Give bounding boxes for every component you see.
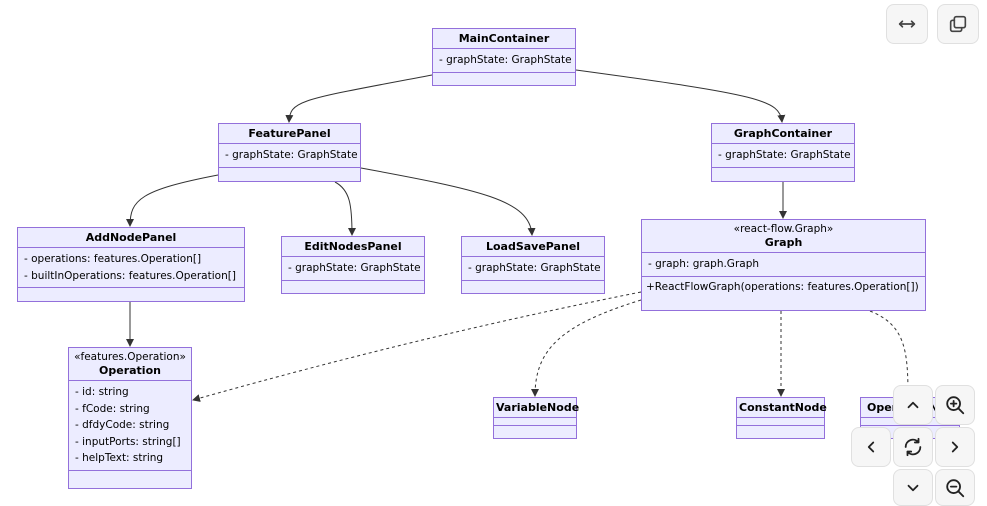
expand-horizontal-button[interactable] — [886, 4, 928, 44]
attribute: - builtInOperations: features.Operation[… — [24, 269, 236, 282]
attribute: - graphState: GraphState — [718, 149, 851, 161]
class-name: FeaturePanel — [248, 127, 331, 140]
pan-right-icon — [951, 441, 959, 453]
reset-view-button[interactable] — [893, 427, 933, 467]
copy-icon — [949, 15, 967, 33]
class-stereotype: «react-flow.Graph» — [733, 223, 834, 235]
class-methods — [219, 166, 360, 175]
class-methods — [18, 287, 244, 295]
attribute: - graphState: GraphState — [225, 149, 358, 161]
class-attributes: - id: string - fCode: string - dfdyCode:… — [69, 380, 191, 470]
class-graph: «react-flow.Graph» Graph - graph: graph.… — [641, 219, 926, 311]
class-name: VariableNode — [496, 401, 580, 414]
class-name: Operation — [99, 364, 161, 377]
class-name: AddNodePanel — [85, 231, 177, 244]
edge-main-to-graphcontainer — [575, 69, 786, 123]
class-attributes: - graphState: GraphState — [433, 48, 575, 72]
class-featurepanel: FeaturePanel - graphState: GraphState — [218, 123, 361, 182]
attribute: - operations: features.Operation[] — [24, 253, 202, 265]
expand-horizontal-icon — [898, 20, 916, 28]
method: +ReactFlowGraph(operations: features.Ope… — [646, 280, 919, 293]
attribute: - graphState: GraphState — [439, 54, 572, 66]
attribute: - helpText: string — [75, 452, 164, 464]
copy-button[interactable] — [937, 4, 979, 44]
edge-featurepanel-to-loadsavepanel — [360, 167, 536, 236]
class-editnodespanel: EditNodesPanel - graphState: GraphState — [281, 236, 425, 294]
class-methods — [861, 425, 959, 433]
edge-graph-to-operationnode — [869, 310, 912, 397]
attribute: - dfdyCode: string — [75, 419, 170, 431]
class-attributes: - graphState: GraphState — [219, 143, 360, 167]
class-operation: «features.Operation» Operation - id: str… — [68, 347, 192, 489]
edge-featurepanel-to-addnodepanel — [126, 174, 219, 227]
attribute: - id: string — [75, 386, 129, 398]
zoom-out-button[interactable] — [935, 469, 975, 506]
edge-featurepanel-to-editnodespanel — [334, 181, 356, 236]
attribute: - graph: graph.Graph — [648, 258, 760, 270]
attribute: - graphState: GraphState — [468, 262, 601, 274]
class-constantnode: ConstantNode — [736, 397, 827, 439]
class-attributes: - graphState: GraphState — [282, 256, 424, 280]
class-name: LoadSavePanel — [485, 240, 581, 253]
zoom-in-icon — [946, 396, 965, 415]
class-name: EditNodesPanel — [304, 240, 402, 253]
edge-graph-to-variablenode — [531, 299, 642, 397]
class-name: MainContainer — [458, 32, 550, 45]
class-methods — [69, 469, 191, 478]
pan-left-icon — [867, 441, 875, 453]
class-graphcontainer: GraphContainer - graphState: GraphState — [711, 123, 855, 182]
zoom-in-button[interactable] — [935, 385, 975, 425]
attribute: - fCode: string — [75, 402, 150, 415]
class-attributes: - graphState: GraphState — [462, 256, 604, 280]
class-methods — [433, 71, 575, 80]
pan-down-icon — [907, 484, 919, 491]
edge-main-to-featurepanel — [285, 74, 433, 123]
reset-view-icon — [904, 437, 922, 457]
class-name: GraphContainer — [733, 127, 833, 140]
pan-up-button[interactable] — [893, 385, 933, 425]
class-variablenode: VariableNode — [493, 397, 580, 439]
class-loadsavepanel: LoadSavePanel - graphState: GraphState — [461, 236, 605, 294]
class-methods — [462, 279, 604, 288]
class-methods: +ReactFlowGraph(operations: features.Ope… — [642, 275, 925, 298]
edge-graph-to-operation — [192, 291, 642, 402]
class-maincontainer: MainContainer - graphState: GraphState — [432, 28, 576, 86]
attribute: - inputPorts: string[] — [75, 435, 181, 448]
class-methods — [282, 279, 424, 288]
class-addnodepanel: AddNodePanel - operations: features.Oper… — [17, 227, 245, 302]
zoom-out-icon — [946, 478, 965, 497]
class-name: Graph — [764, 236, 803, 249]
pan-right-button[interactable] — [935, 427, 975, 467]
class-name: ConstantNode — [739, 401, 827, 414]
class-methods — [712, 166, 854, 175]
class-attributes: - operations: features.Operation[] - bui… — [18, 247, 244, 287]
pan-up-icon — [907, 401, 919, 409]
class-stereotype: «features.Operation» — [74, 351, 186, 363]
pan-left-button[interactable] — [851, 427, 891, 467]
class-methods — [737, 425, 824, 433]
class-attributes — [737, 417, 824, 425]
class-attributes — [494, 417, 576, 425]
attribute: - graphState: GraphState — [288, 262, 421, 274]
class-attributes: - graph: graph.Graph — [642, 252, 925, 276]
pan-down-button[interactable] — [893, 469, 933, 506]
class-attributes: - graphState: GraphState — [712, 143, 854, 167]
class-methods — [494, 425, 576, 433]
